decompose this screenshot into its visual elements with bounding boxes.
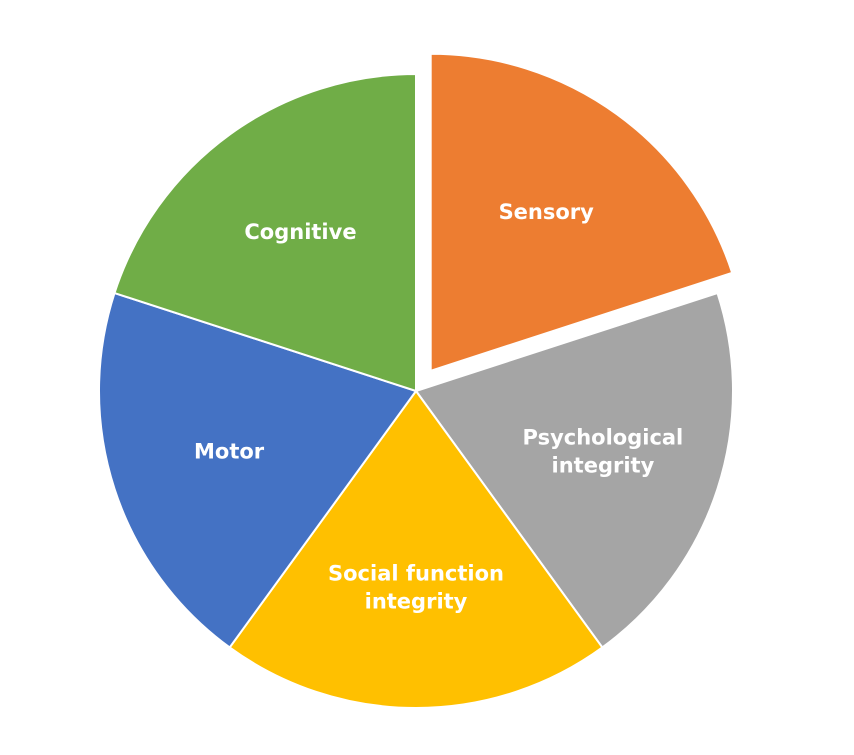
slice-label-cognitive: Cognitive (244, 220, 356, 244)
pie-slice-sensory (429, 52, 734, 373)
pie-slice-social-function-integrity (228, 389, 604, 709)
slice-label-motor: Motor (194, 440, 265, 464)
pie-slice-motor (98, 291, 418, 649)
slice-label-sensory: Sensory (499, 200, 595, 224)
pie-slice-cognitive (113, 72, 417, 393)
pie-slice-psychological-integrity (414, 291, 734, 649)
